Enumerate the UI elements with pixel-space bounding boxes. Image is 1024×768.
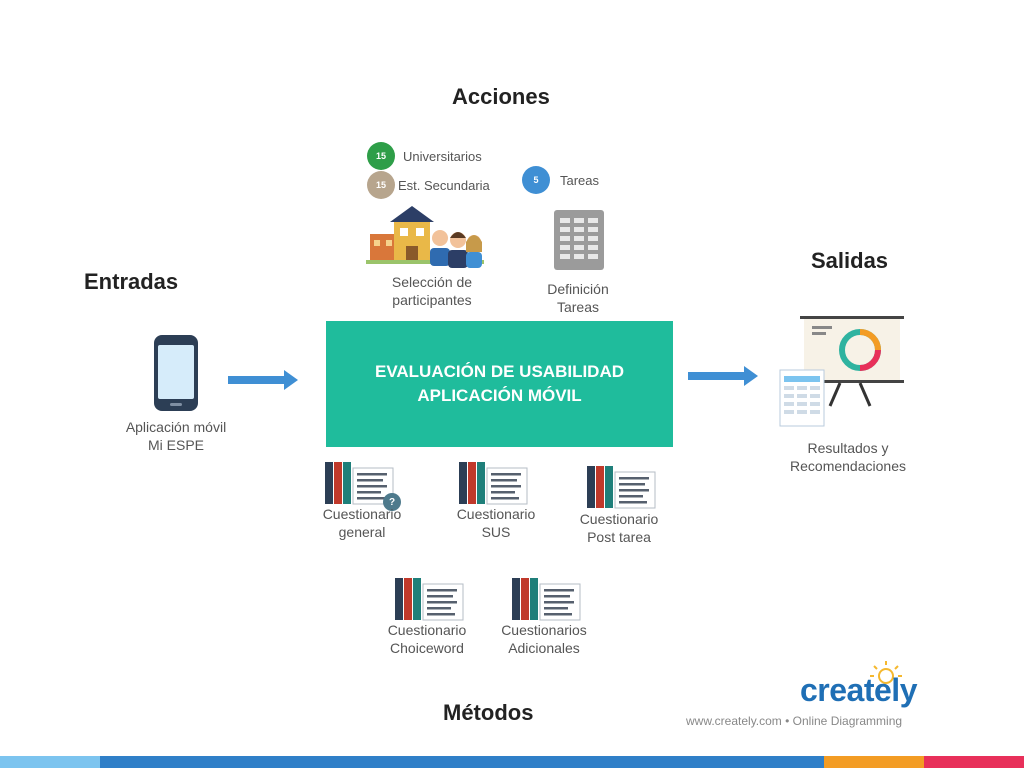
evaluation-title-line2: APLICACIÓN MÓVIL (417, 386, 582, 405)
binder-adicionales-icon (512, 578, 581, 621)
evaluation-box: EVALUACIÓN DE USABILIDAD APLICACIÓN MÓVI… (326, 321, 673, 447)
evaluation-title-line1: EVALUACIÓN DE USABILIDAD (374, 362, 625, 381)
output-arrow (688, 366, 758, 386)
tareas-count-badge: 5 (522, 166, 550, 194)
presentation-chart-icon (779, 316, 904, 427)
help-icon: ? (383, 493, 401, 511)
school-people-icon (366, 206, 484, 268)
tareas-label: Tareas (560, 173, 600, 188)
binder-sus-icon (459, 462, 528, 505)
secundaria-label: Est. Secundaria (398, 178, 490, 193)
binder-general-icon (325, 462, 394, 505)
universitarios-label: Universitarios (403, 149, 482, 164)
entradas-title: Entradas (84, 269, 179, 294)
bottom-bar-blue-segment (100, 756, 824, 768)
binder-choiceword-icon (395, 578, 464, 621)
mobile-phone-icon (154, 335, 198, 411)
secundaria-count-badge: 15 (367, 171, 395, 199)
input-arrow (228, 370, 298, 390)
creately-footer-link[interactable]: www.creately.com • Online Diagramming (686, 714, 903, 728)
bottom-bar-light-segment (0, 756, 100, 768)
metodos-title: Métodos (443, 700, 534, 725)
acciones-title: Acciones (452, 84, 550, 109)
bottom-bar-orange-segment (824, 756, 924, 768)
bottom-bar-pink-segment (924, 756, 1024, 768)
salidas-title: Salidas (811, 248, 889, 273)
universitarios-count-badge: 15 (367, 142, 395, 170)
creately-logo[interactable]: creately (800, 672, 917, 708)
task-list-icon (554, 210, 604, 270)
binder-post-tarea-icon (587, 466, 656, 509)
lightbulb-icon (870, 661, 902, 684)
